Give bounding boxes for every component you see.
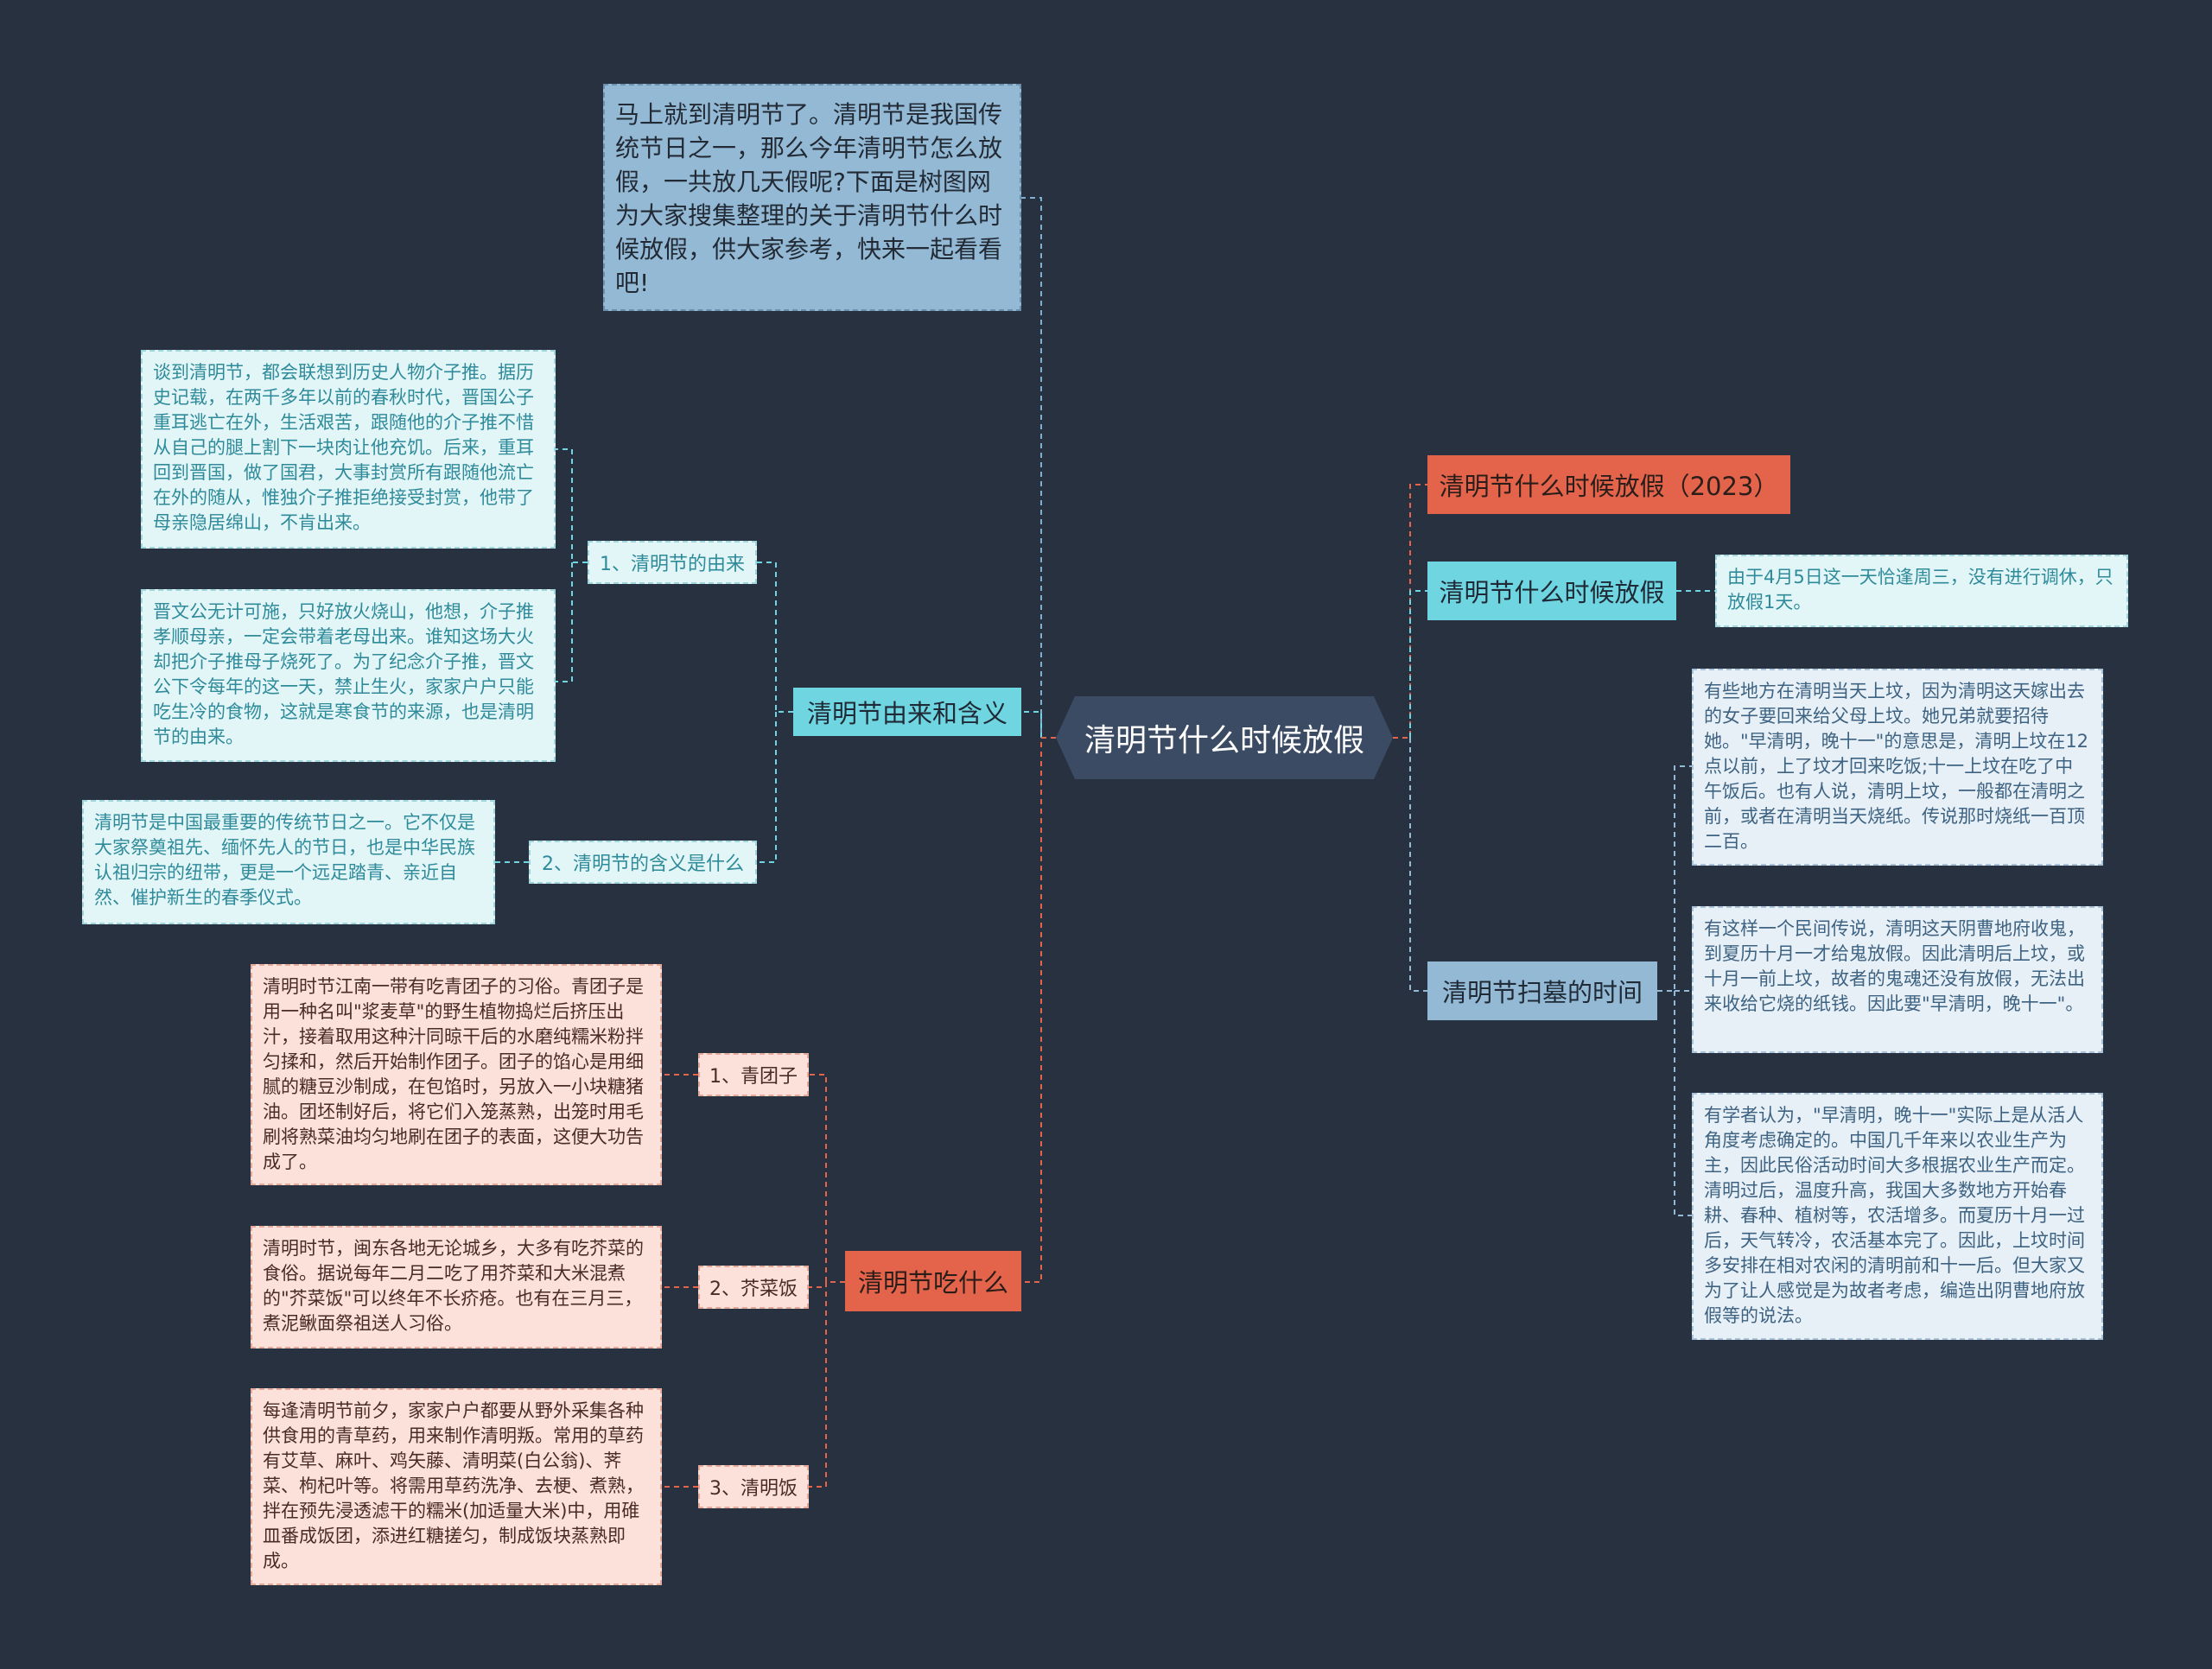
sub-food-qingtuan-label: 1、青团子 (709, 1066, 798, 1088)
branch-tomb[interactable]: 清明节扫墓的时间 (1427, 961, 1657, 1020)
leaf-tomb-2-text: 有这样一个民间传说，清明这天阴曹地府收鬼，到夏历十月一才给鬼放假。因此清明后上坟… (1704, 918, 2085, 1014)
leaf-food-qingmingfan-text: 每逢清明节前夕，家家户户都要从野外采集各种供食用的青草药，用来制作清明叛。常用的… (263, 1400, 644, 1571)
connector-root-origin (1021, 711, 1042, 738)
branch-holiday[interactable]: 清明节什么时候放假 (1427, 562, 1676, 620)
leaf-origin-history-2-text: 晋文公无计可施，只好放火烧山，他想，介子推孝顺母亲，一定会带着老母出来。谁知这场… (153, 601, 534, 747)
leaf-food-jiecai-text: 清明时节，闽东各地无论城乡，大多有吃芥菜的食俗。据说每年二月二吃了用芥菜和大米混… (263, 1238, 644, 1334)
sub-food-jiecai-label: 2、芥菜饭 (709, 1279, 798, 1300)
connector-origin-sub1 (757, 562, 793, 713)
branch-holiday-label: 清明节什么时候放假 (1439, 578, 1665, 607)
leaf-tomb-3: 有学者认为，"早清明，晚十一"实际上是从活人角度考虑确定的。中国几千年来以农业生… (1692, 1093, 2103, 1340)
sub-origin-history-label: 1、清明节的由来 (600, 554, 745, 575)
connector-food-item3 (809, 1282, 827, 1488)
leaf-holiday-text: 由于4月5日这一天恰逢周三，没有进行调休，只放假1天。 (1727, 567, 2113, 612)
root-topic[interactable]: 清明节什么时候放假 (1056, 696, 1393, 779)
leaf-tomb-2: 有这样一个民间传说，清明这天阴曹地府收鬼，到夏历十月一才给鬼放假。因此清明后上坟… (1692, 906, 2103, 1053)
connector-root-food (1021, 737, 1056, 1283)
connector-root-holiday (1409, 590, 1427, 738)
sub-food-qingmingfan[interactable]: 3、清明饭 (698, 1465, 809, 1508)
connector-root-intro (1021, 197, 1056, 739)
sub-food-qingtuan[interactable]: 1、青团子 (698, 1053, 809, 1096)
branch-2023[interactable]: 清明节什么时候放假（2023） (1427, 455, 1790, 514)
branch-origin-label: 清明节由来和含义 (806, 699, 1007, 728)
connector-root-tomb (1409, 738, 1427, 992)
branch-tomb-label: 清明节扫墓的时间 (1441, 978, 1643, 1007)
connector-food-item2 (809, 1282, 827, 1288)
leaf-holiday: 由于4月5日这一天恰逢周三，没有进行调休，只放假1天。 (1715, 555, 2128, 627)
sub-origin-meaning-label: 2、清明节的含义是什么 (542, 854, 744, 875)
leaf-food-qingtuan: 清明时节江南一带有吃青团子的习俗。青团子是用一种名叫"浆麦草"的野生植物捣烂后挤… (251, 964, 662, 1185)
connector-sub1-leaf2 (556, 562, 573, 682)
leaf-origin-history-1: 谈到清明节，都会联想到历史人物介子推。据历史记载，在两千多年以前的春秋时代，晋国… (141, 350, 556, 549)
leaf-origin-meaning: 清明节是中国最重要的传统节日之一。它不仅是大家祭奠祖先、缅怀先人的节日，也是中华… (82, 800, 495, 924)
branch-2023-label: 清明节什么时候放假（2023） (1439, 472, 1779, 501)
branch-food-label: 清明节吃什么 (857, 1268, 1008, 1298)
sub-origin-history[interactable]: 1、清明节的由来 (588, 541, 757, 584)
connector-tomb-leaf1 (1657, 765, 1692, 992)
connector-origin-sub2 (757, 712, 777, 863)
leaf-tomb-1-text: 有些地方在清明当天上坟，因为清明这天嫁出去的女子要回来给父母上坟。她兄弟就要招待… (1704, 681, 2089, 852)
leaf-origin-history-1-text: 谈到清明节，都会联想到历史人物介子推。据历史记载，在两千多年以前的春秋时代，晋国… (153, 362, 534, 533)
connector-tomb-leaf3 (1674, 991, 1692, 1216)
branch-food[interactable]: 清明节吃什么 (845, 1251, 1021, 1311)
intro-text: 马上就到清明节了。清明节是我国传统节日之一，那么今年清明节怎么放假，一共放几天假… (615, 100, 1003, 297)
connector-food-item1 (809, 1074, 845, 1283)
leaf-food-jiecai: 清明时节，闽东各地无论城乡，大多有吃芥菜的食俗。据说每年二月二吃了用芥菜和大米混… (251, 1226, 662, 1349)
connector-sub1-leaf1 (556, 448, 588, 563)
root-topic-label: 清明节什么时候放假 (1084, 723, 1364, 758)
sub-food-jiecai[interactable]: 2、芥菜饭 (698, 1266, 809, 1309)
leaf-food-qingmingfan: 每逢清明节前夕，家家户户都要从野外采集各种供食用的青草药，用来制作清明叛。常用的… (251, 1388, 662, 1585)
leaf-origin-meaning-text: 清明节是中国最重要的传统节日之一。它不仅是大家祭奠祖先、缅怀先人的节日，也是中华… (94, 812, 475, 908)
leaf-origin-history-2: 晋文公无计可施，只好放火烧山，他想，介子推孝顺母亲，一定会带着老母出来。谁知这场… (141, 589, 556, 762)
branch-origin[interactable]: 清明节由来和含义 (793, 688, 1021, 736)
leaf-food-qingtuan-text: 清明时节江南一带有吃青团子的习俗。青团子是用一种名叫"浆麦草"的野生植物捣烂后挤… (263, 976, 644, 1172)
sub-food-qingmingfan-label: 3、清明饭 (709, 1478, 798, 1500)
leaf-tomb-3-text: 有学者认为，"早清明，晚十一"实际上是从活人角度考虑确定的。中国几千年来以农业生… (1704, 1105, 2085, 1326)
leaf-tomb-1: 有些地方在清明当天上坟，因为清明这天嫁出去的女子要回来给父母上坟。她兄弟就要招待… (1692, 669, 2103, 866)
sub-origin-meaning[interactable]: 2、清明节的含义是什么 (529, 841, 757, 884)
intro-note: 马上就到清明节了。清明节是我国传统节日之一，那么今年清明节怎么放假，一共放几天假… (603, 84, 1021, 311)
